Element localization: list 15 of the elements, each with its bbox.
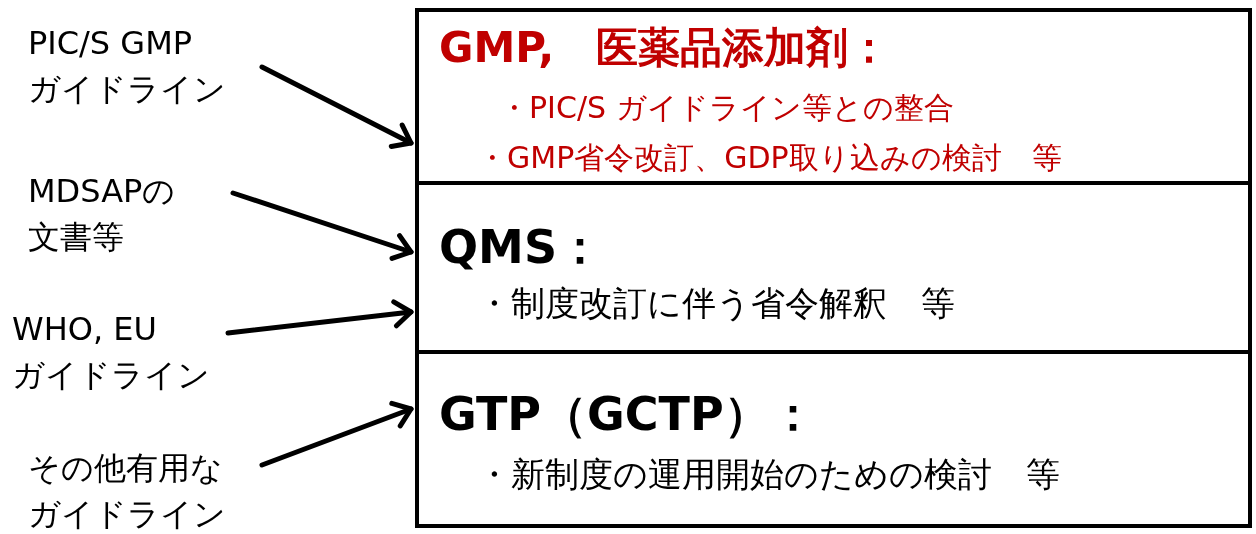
source-label: その他有用なガイドライン — [28, 445, 226, 534]
source-label: MDSAPの文書等 — [28, 168, 176, 260]
bullet-text: ・新制度の運用開始のための検討 等 — [477, 453, 1060, 496]
bullet-text: ・PIC/S ガイドライン等との整合 — [499, 89, 954, 127]
arrow — [259, 400, 414, 468]
source-label: PIC/S GMPガイドライン — [28, 20, 226, 112]
source-label: WHO, EUガイドライン — [12, 306, 210, 398]
arrow — [230, 190, 414, 261]
topic-heading: GTP（GCTP）： — [439, 386, 816, 443]
arrow — [225, 299, 414, 336]
bullet-text: ・制度改訂に伴う省令解釈 等 — [477, 282, 955, 325]
bullet-text: ・GMP省令改訂、GDP取り込みの検討 等 — [477, 139, 1062, 177]
topic-heading: QMS： — [439, 219, 603, 276]
topic-heading: GMP, 医薬品添加剤： — [439, 22, 891, 74]
arrow — [259, 64, 414, 149]
